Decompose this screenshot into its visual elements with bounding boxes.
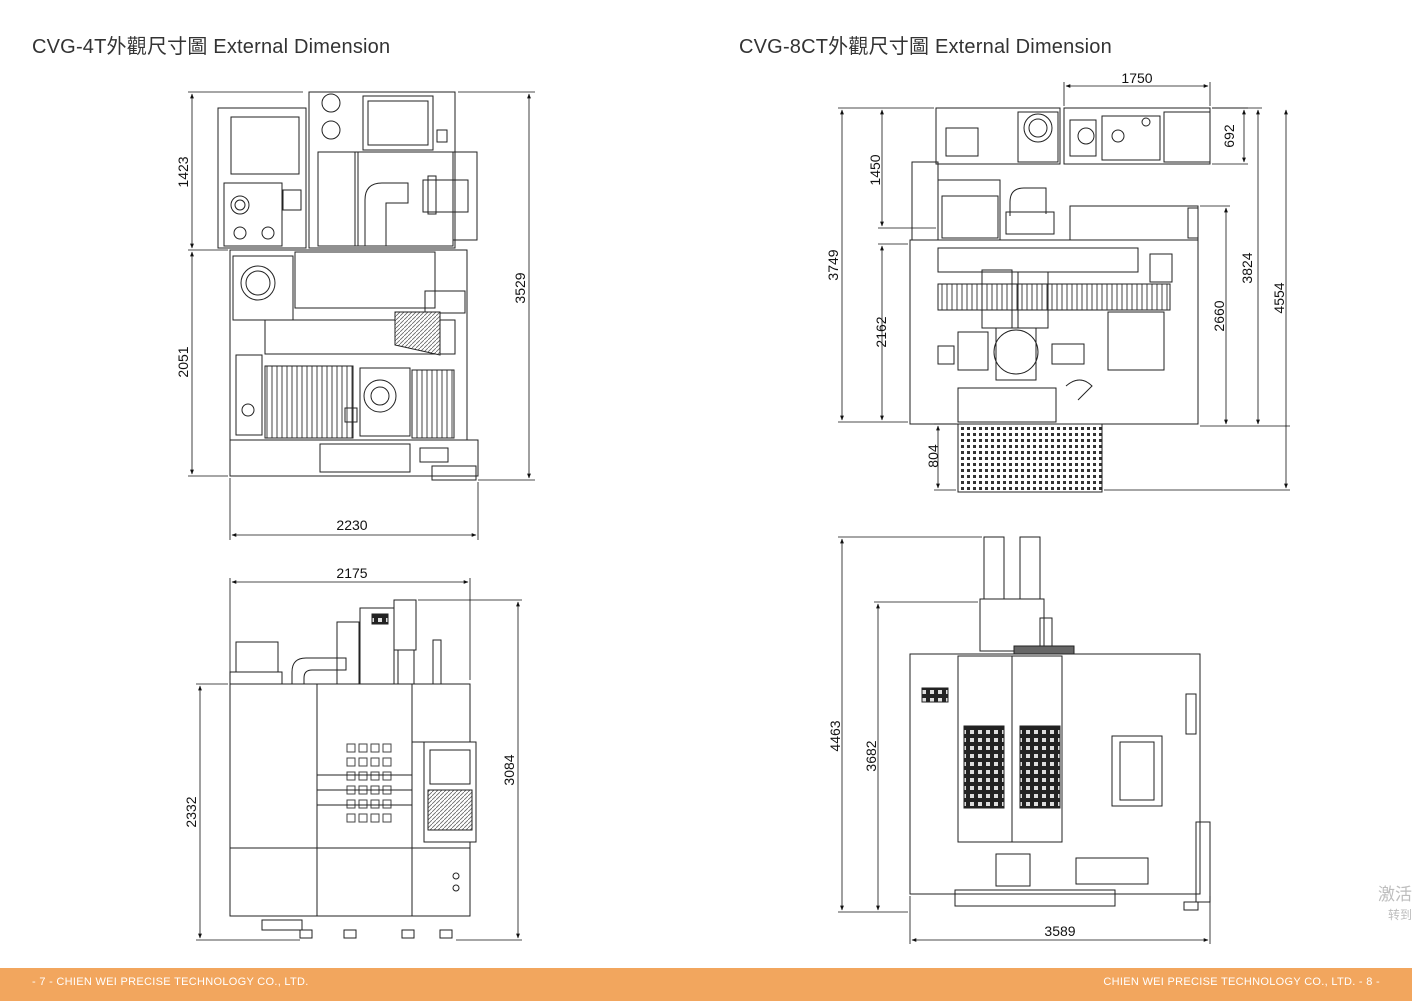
dim-4463: 4463 xyxy=(827,720,843,751)
cvg8ct-front-dims xyxy=(838,536,1211,944)
dim-2162: 2162 xyxy=(873,316,889,347)
cvg4t-top-dims xyxy=(188,91,535,540)
dim-804: 804 xyxy=(925,444,941,468)
dim-2230: 2230 xyxy=(336,517,367,533)
dim-3749: 3749 xyxy=(825,249,841,280)
cvg4t-front-view xyxy=(229,599,477,939)
cvg8ct-front-view xyxy=(909,536,1211,911)
dim-1450: 1450 xyxy=(867,154,883,185)
cvg4t-front-dims xyxy=(196,578,522,941)
footer-left-text: - 7 - CHIEN WEI PRECISE TECHNOLOGY CO., … xyxy=(32,976,309,988)
left-page-title: CVG-4T外觀尺寸圖 External Dimension xyxy=(32,36,391,58)
dim-1423: 1423 xyxy=(175,156,191,187)
dim-692: 692 xyxy=(1221,124,1237,148)
dim-3824: 3824 xyxy=(1239,252,1255,283)
dim-2332: 2332 xyxy=(183,796,199,827)
footer-band: - 7 - CHIEN WEI PRECISE TECHNOLOGY CO., … xyxy=(0,968,1412,1001)
dim-4554: 4554 xyxy=(1271,282,1287,313)
overlay-text-activate: 激活 xyxy=(1378,885,1412,904)
cvg4t-top-view xyxy=(217,91,479,481)
overlay-text-goto: 转到 xyxy=(1387,908,1412,922)
dim-3084: 3084 xyxy=(501,754,517,785)
dim-3682: 3682 xyxy=(863,740,879,771)
dim-2051: 2051 xyxy=(175,346,191,377)
dim-3589: 3589 xyxy=(1044,923,1075,939)
dim-2175: 2175 xyxy=(336,565,367,581)
footer-right-text: CHIEN WEI PRECISE TECHNOLOGY CO., LTD. -… xyxy=(1103,976,1380,988)
dim-2660: 2660 xyxy=(1211,300,1227,331)
dimension-drawings: 1423 2051 3529 2230 xyxy=(175,70,1290,944)
dim-3529: 3529 xyxy=(512,272,528,303)
cvg8ct-top-dims xyxy=(838,82,1290,491)
right-page-title: CVG-8CT外觀尺寸圖 External Dimension xyxy=(739,36,1112,58)
dim-1750: 1750 xyxy=(1121,70,1152,86)
cvg8ct-top-view xyxy=(909,107,1211,493)
